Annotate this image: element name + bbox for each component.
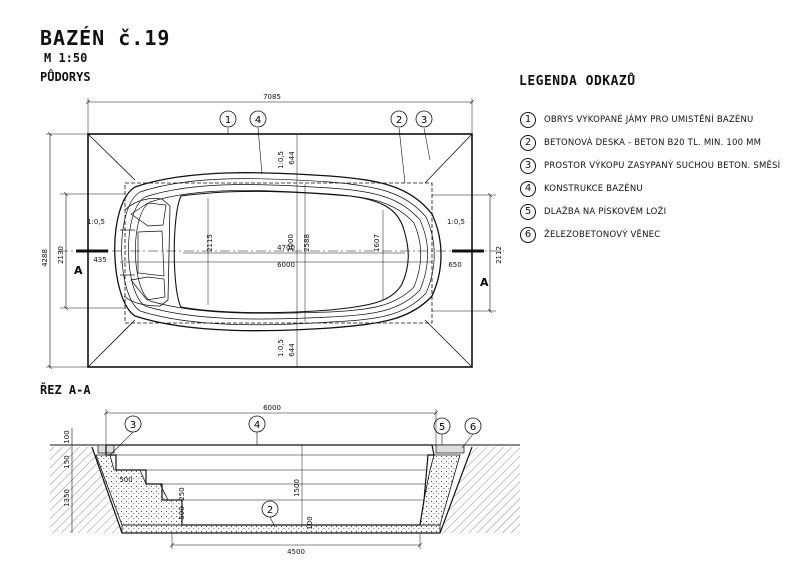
slope-left: 1:0,5 (87, 218, 105, 226)
dim-section-1500: 1500 (293, 479, 301, 497)
plan-callouts: 1 4 2 3 (219, 110, 433, 184)
excavation-bottom (124, 182, 433, 324)
drawing-title: BAZÉN č.19 (40, 26, 171, 50)
dim-overall-width: 7085 (263, 93, 281, 101)
dim-section-bottom-width: 4500 (287, 548, 305, 556)
plan-heading: PŮDORYS (40, 70, 91, 84)
section-mark-right: A (480, 276, 489, 289)
legend-number: 3 (520, 157, 536, 174)
section-mark-left: A (74, 264, 83, 277)
pool-outline (114, 172, 442, 332)
dim-left-offset: 435 (93, 256, 106, 264)
legend-text: DLAŽBA NA PÍSKOVÉM LOŽI (544, 206, 667, 217)
slope-bottom: 1:0,5 (277, 339, 285, 357)
plan-callout: 4 (255, 115, 261, 126)
dim-section-width: 6000 (263, 404, 281, 412)
legend-item: 4 KONSTRUKCE BAZÉNU (520, 177, 780, 200)
section-callouts: 3 4 5 6 2 (109, 415, 482, 528)
dim-section-1350: 1350 (63, 489, 71, 507)
legend-text: KONSTRUKCE BAZÉNU (544, 183, 643, 194)
legend-number: 2 (520, 134, 536, 151)
legend-number: 5 (520, 203, 536, 220)
plan-callout: 3 (421, 115, 427, 126)
legend-text: ŽELEZOBETONOVÝ VĚNEC (544, 229, 661, 240)
plan-view: 7085 4288 2130 2112 A A 4700 6000 435 65… (41, 93, 504, 367)
legend-number: 4 (520, 180, 536, 197)
section-callout: 3 (130, 420, 136, 431)
legend-number: 6 (520, 226, 536, 243)
legend-text: PROSTOR VÝKOPU ZASYPANÝ SUCHOU BETON. SM… (544, 160, 781, 171)
dim-section-500b: 500 (178, 506, 186, 519)
slope-top: 1:0,5 (277, 151, 285, 169)
section-view: 6000 4500 100 150 1350 500 250 500 1500 … (50, 404, 520, 556)
section-callout: 2 (267, 505, 273, 516)
legend-number: 1 (520, 111, 536, 128)
dim-right-height: 2112 (495, 246, 503, 264)
legend-text: BETONOVÁ DESKA - BETON B20 TL. MIN. 100 … (544, 137, 762, 148)
legend-text: OBRYS VYKOPANÉ JÁMY PRO UMISTĚNÍ BAZÉNU (544, 114, 754, 125)
drawing-scale: M 1:50 (44, 51, 88, 65)
plan-callout: 2 (396, 115, 402, 126)
legend-item: 6 ŽELEZOBETONOVÝ VĚNEC (520, 223, 780, 246)
legend-list: 1 OBRYS VYKOPANÉ JÁMY PRO UMISTĚNÍ BAZÉNU… (520, 108, 780, 246)
legend-item: 5 DLAŽBA NA PÍSKOVÉM LOŽI (520, 200, 780, 223)
dim-section-100-top: 100 (63, 430, 71, 443)
dim-bottom-gap: 644 (288, 343, 296, 357)
dim-right-offset: 650 (448, 261, 461, 269)
dim-section-250: 250 (178, 487, 186, 500)
dim-inner-height-2: 3000 (287, 234, 295, 252)
legend-item: 2 BETONOVÁ DESKA - BETON B20 TL. MIN. 100… (520, 131, 780, 154)
dim-section-100-bottom: 100 (306, 516, 314, 529)
section-heading: ŘEZ A-A (40, 383, 91, 397)
legend-item: 3 PROSTOR VÝKOPU ZASYPANÝ SUCHOU BETON. S… (520, 154, 780, 177)
dim-left-height: 2130 (57, 246, 65, 264)
dim-top-gap: 644 (288, 151, 296, 165)
dim-inner-height-4: 1607 (373, 234, 381, 252)
plan-callout: 1 (225, 115, 231, 126)
section-callout: 5 (439, 422, 445, 433)
legend-title: LEGENDA ODKAZŮ (519, 74, 636, 89)
slope-right: 1:0,5 (447, 218, 465, 226)
section-callout: 4 (254, 420, 260, 431)
dim-inner-height-3: 2588 (303, 234, 311, 252)
dim-section-150: 150 (63, 455, 71, 468)
legend-item: 1 OBRYS VYKOPANÉ JÁMY PRO UMISTĚNÍ BAZÉNU (520, 108, 780, 131)
dim-inner-height-1: 2115 (206, 234, 214, 252)
dim-pool-length: 6000 (277, 261, 295, 269)
section-callout: 6 (470, 422, 476, 433)
dim-inner-length: 4700 (277, 244, 295, 252)
dim-overall-height: 4288 (41, 249, 49, 267)
dim-section-500a: 500 (119, 476, 132, 484)
